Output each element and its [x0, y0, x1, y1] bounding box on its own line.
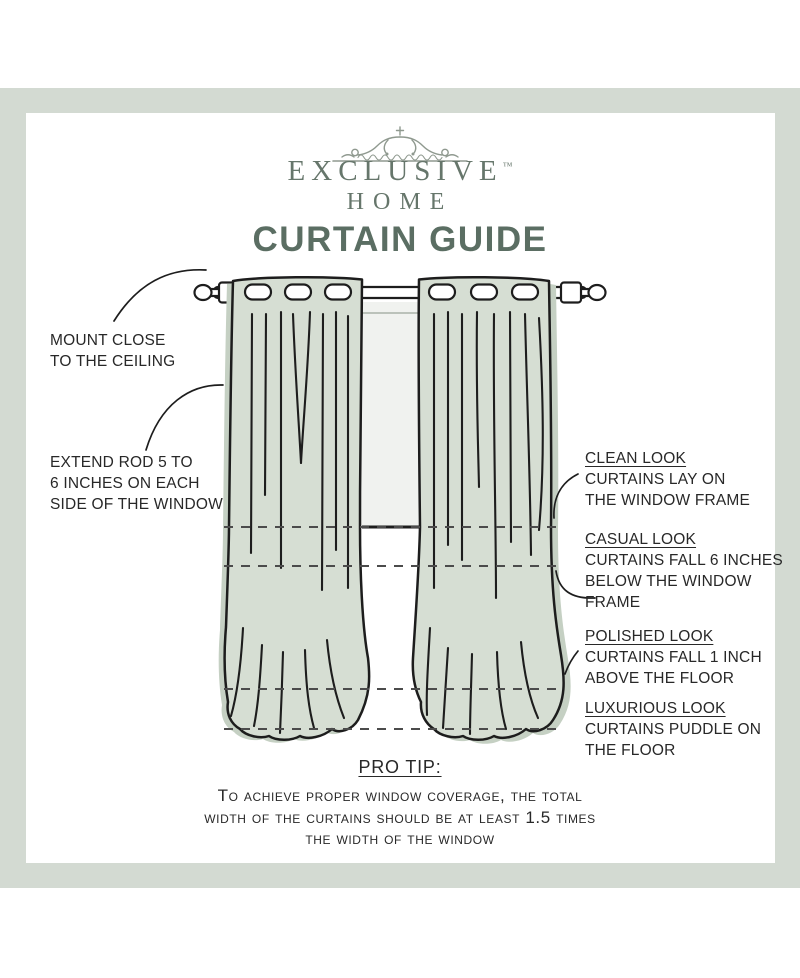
- luxurious-look-title: LUXURIOUS LOOK: [585, 700, 726, 717]
- luxurious-look-line: THE FLOOR: [585, 742, 676, 759]
- extend-rod-annotation-line: EXTEND ROD 5 TO: [50, 454, 193, 471]
- luxurious-look-note: LUXURIOUS LOOK CURTAINS PUDDLE ON THE FL…: [585, 698, 761, 761]
- brand-ornament-icon: [332, 126, 468, 162]
- casual-look-line: CURTAINS FALL 6 INCHES: [585, 552, 783, 569]
- pro-tip-line: To achieve proper window coverage, the t…: [217, 786, 583, 805]
- grommet: [243, 283, 273, 301]
- extend-rod-annotation-line: 6 INCHES ON EACH: [50, 475, 200, 492]
- leader-line-polished-look: [564, 650, 579, 675]
- clean-look-note: CLEAN LOOK CURTAINS LAY ON THE WINDOW FR…: [585, 448, 750, 511]
- grommet: [469, 283, 499, 301]
- leader-line-extend-rod: [145, 384, 224, 451]
- mount-annotation-line: MOUNT CLOSE: [50, 332, 166, 349]
- trademark-symbol: ™: [502, 161, 513, 172]
- clean-look-line: THE WINDOW FRAME: [585, 492, 751, 509]
- grommet: [427, 283, 457, 301]
- casual-look-title: CASUAL LOOK: [585, 531, 697, 548]
- mount-annotation-line: TO THE CEILING: [50, 353, 176, 370]
- casual-look-line: BELOW THE WINDOW FRAME: [585, 573, 752, 611]
- extend-rod-annotation-line: SIDE OF THE WINDOW: [50, 496, 223, 513]
- rod-finial-right: [559, 281, 607, 304]
- mount-annotation: MOUNT CLOSE TO THE CEILING: [50, 330, 175, 372]
- leader-line-clean-look: [553, 473, 579, 519]
- extend-rod-annotation: EXTEND ROD 5 TO 6 INCHES ON EACH SIDE OF…: [50, 452, 223, 515]
- page-title: CURTAIN GUIDE: [252, 220, 548, 259]
- luxurious-look-line: CURTAINS PUDDLE ON: [585, 721, 762, 738]
- grommet: [323, 283, 353, 301]
- left-curtain-folds: [229, 310, 350, 735]
- window: [352, 302, 428, 528]
- brand-word: EXCLUSIVE: [287, 155, 503, 187]
- clean-look-line: CURTAINS LAY ON: [585, 471, 726, 488]
- brand-name-line1: EXCLUSIVE™: [0, 155, 800, 188]
- pro-tip-line: the width of the window: [305, 829, 495, 848]
- pro-tip-title: PRO TIP:: [358, 757, 442, 777]
- grommets: [243, 283, 540, 301]
- polished-look-line: CURTAINS FALL 1 INCH: [585, 649, 762, 666]
- casual-look-note: CASUAL LOOK CURTAINS FALL 6 INCHES BELOW…: [585, 529, 800, 613]
- leader-line-mount-ceiling: [113, 269, 207, 322]
- polished-look-note: POLISHED LOOK CURTAINS FALL 1 INCH ABOVE…: [585, 626, 762, 689]
- polished-look-title: POLISHED LOOK: [585, 628, 714, 645]
- grommet: [510, 283, 540, 301]
- clean-look-title: CLEAN LOOK: [585, 450, 687, 467]
- brand-name-line2: HOME: [346, 189, 454, 215]
- pro-tip-line: width of the curtains should be at least…: [204, 807, 596, 827]
- polished-look-line: ABOVE THE FLOOR: [585, 670, 735, 687]
- leader-line-casual-look: [555, 570, 596, 599]
- pro-tip-section: PRO TIP: To achieve proper window covera…: [0, 757, 800, 850]
- grommet: [283, 283, 313, 301]
